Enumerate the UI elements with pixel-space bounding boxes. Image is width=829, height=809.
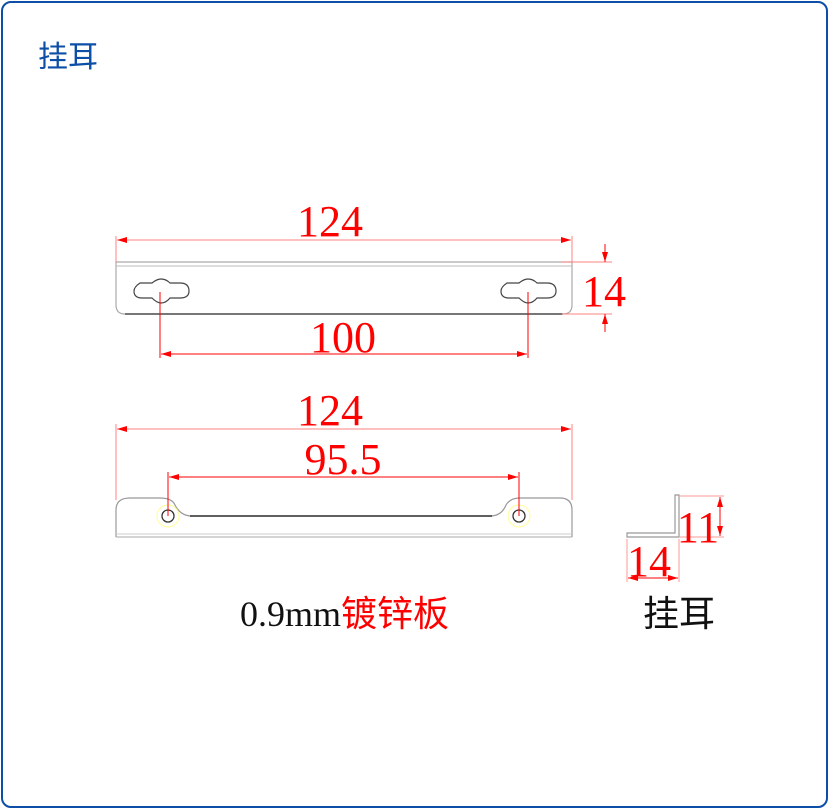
side-horizontal-dim: 14: [627, 537, 671, 586]
bottom-length-dim: 124: [297, 386, 363, 435]
side-view: 11 14: [626, 494, 724, 586]
top-length-dim: 124: [297, 197, 363, 246]
top-hole-spacing-dim: 100: [310, 313, 376, 362]
bottom-view: 124 95.5: [115, 386, 573, 538]
side-view-label: 挂耳: [643, 594, 716, 634]
top-view: 124 14 100: [115, 197, 626, 362]
keyhole-slot-left: [133, 278, 190, 304]
page-title: 挂耳: [38, 40, 98, 75]
side-vertical-dim: 11: [677, 503, 719, 552]
keyhole-slot-right: [500, 278, 557, 304]
material-name: 镀锌板: [341, 594, 450, 634]
material-thickness: 0.9mm: [240, 594, 342, 634]
bottom-hole-spacing-dim: 95.5: [305, 435, 382, 484]
top-height-dim: 14: [582, 267, 626, 316]
material-caption: 0.9mm镀锌板: [240, 592, 449, 636]
